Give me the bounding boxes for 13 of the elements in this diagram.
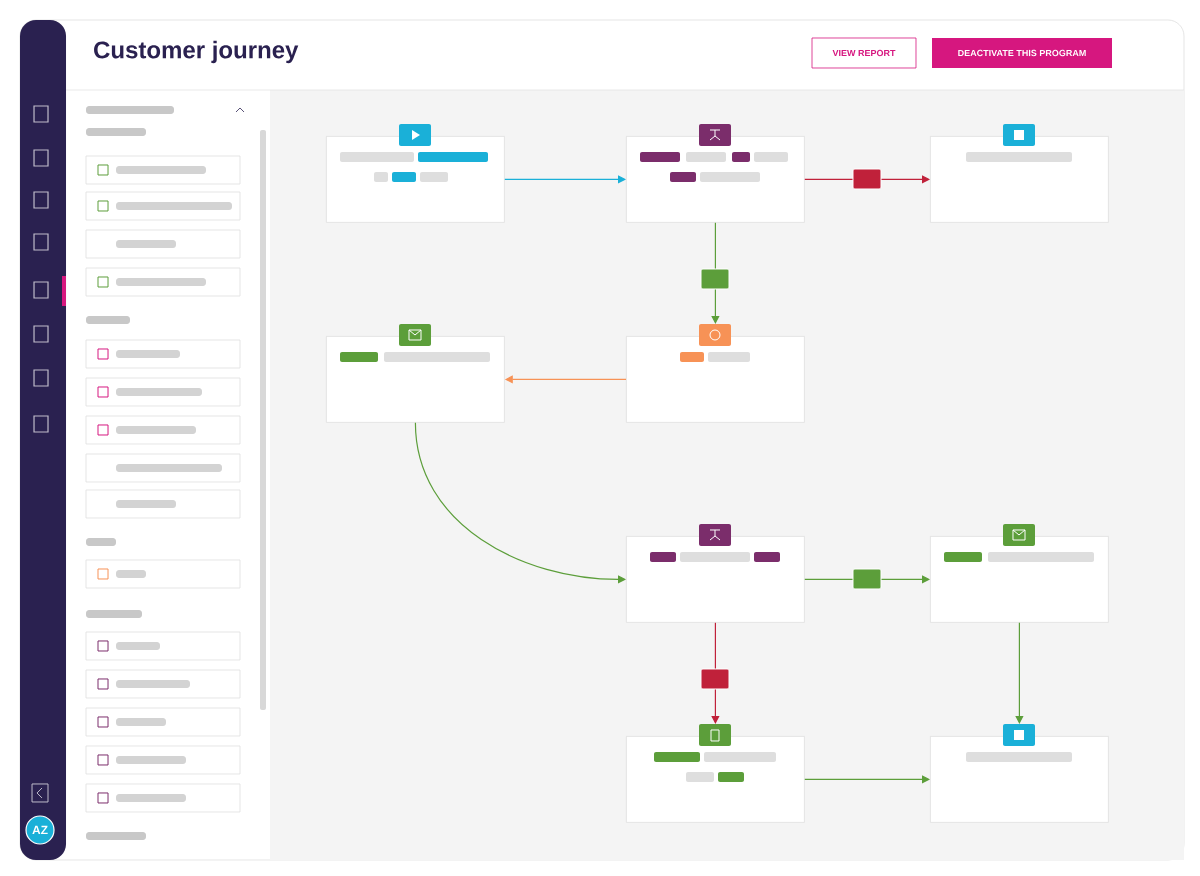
step-box <box>930 736 1109 823</box>
step-box <box>626 336 805 423</box>
connector-arrow <box>711 222 720 324</box>
connector-arrow <box>414 422 626 584</box>
step-box <box>626 536 805 623</box>
connector-arrow <box>804 775 930 784</box>
page-title: Customer journey <box>94 40 299 64</box>
step-box <box>930 136 1109 223</box>
connector-arrow <box>711 622 720 724</box>
connector-arrow <box>804 575 930 584</box>
connector-arrow <box>804 175 930 184</box>
connector-arrow <box>1015 622 1024 724</box>
connector-arrow <box>504 175 626 184</box>
